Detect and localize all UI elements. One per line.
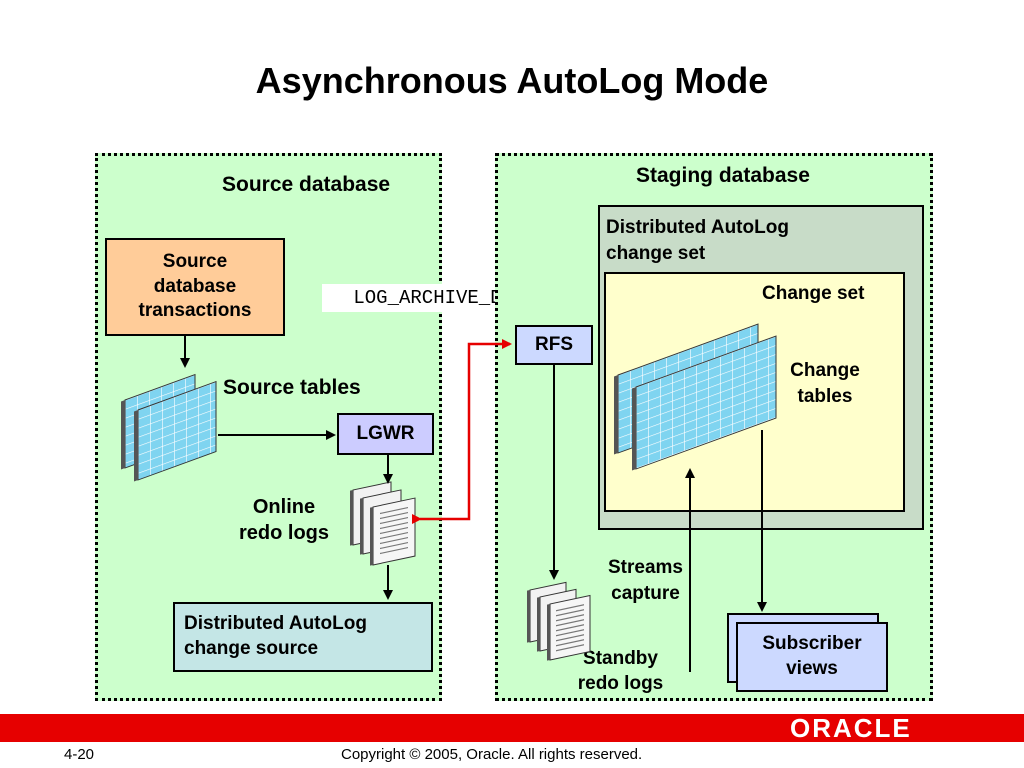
change-source-box: Distributed AutoLog change source: [173, 602, 433, 672]
oracle-logo: ORACLE: [790, 713, 912, 743]
change-tables-icon: [614, 323, 777, 471]
copyright-text: Copyright © 2005, Oracle. All rights res…: [341, 746, 643, 763]
page-title: Asynchronous AutoLog Mode: [255, 60, 769, 101]
footer-bar: [0, 714, 1024, 742]
rfs-box: RFS: [515, 325, 593, 365]
inner-change-set-label: Change set: [762, 283, 865, 304]
standby-redo-logs-icon: [527, 581, 591, 661]
staging-database-label: Staging database: [636, 164, 810, 187]
online-redo-logs-label: Online redo logs: [238, 496, 329, 544]
outer-change-set-label: Distributed AutoLog change set: [606, 217, 789, 264]
standby-redo-logs-label: Standby redo logs: [577, 648, 664, 694]
streams-capture-label: Streams capture: [608, 557, 683, 604]
source-tables-label: Source tables: [223, 376, 361, 399]
subscriber-views-box: Subscriber views: [736, 622, 888, 692]
source-tables-icon: [121, 373, 217, 482]
change-tables-label: Change tables: [790, 360, 860, 407]
page-number: 4-20: [64, 746, 95, 763]
source-database-label: Source database: [222, 173, 391, 196]
source-transactions-box: Source database transactions: [105, 238, 285, 336]
online-redo-logs-icon: [350, 481, 416, 566]
